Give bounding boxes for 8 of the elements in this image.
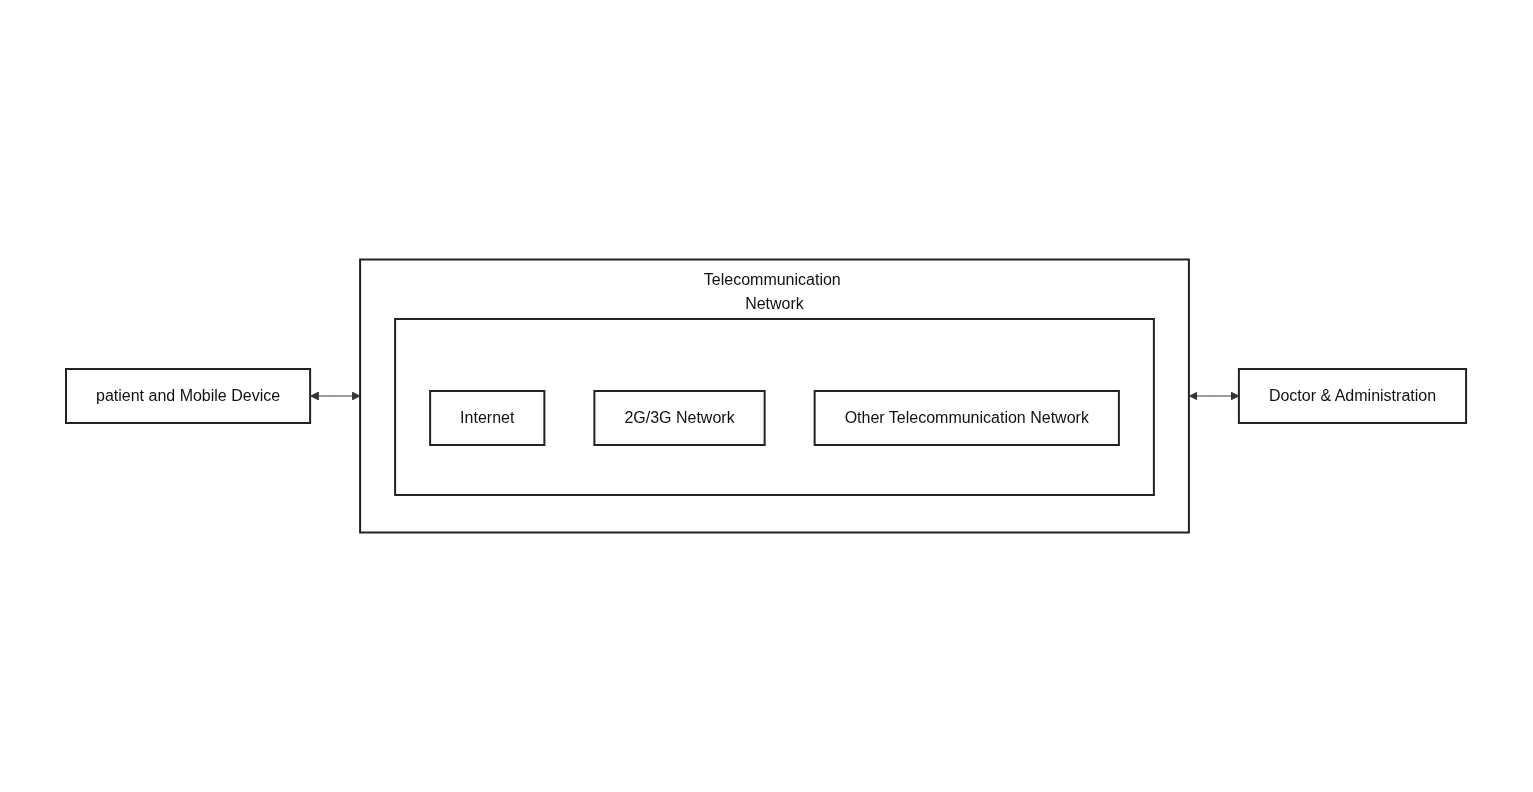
arrow (310, 391, 361, 401)
node-box: Other Telecommunication Network (814, 390, 1121, 446)
node-box: Internet (429, 390, 546, 446)
cluster (394, 318, 1156, 496)
arrow (1189, 391, 1240, 401)
node-box: Doctor & Administration (1238, 368, 1468, 424)
node-box: 2G/3G Network (593, 390, 767, 446)
node-box: patient and Mobile Device (65, 368, 312, 424)
